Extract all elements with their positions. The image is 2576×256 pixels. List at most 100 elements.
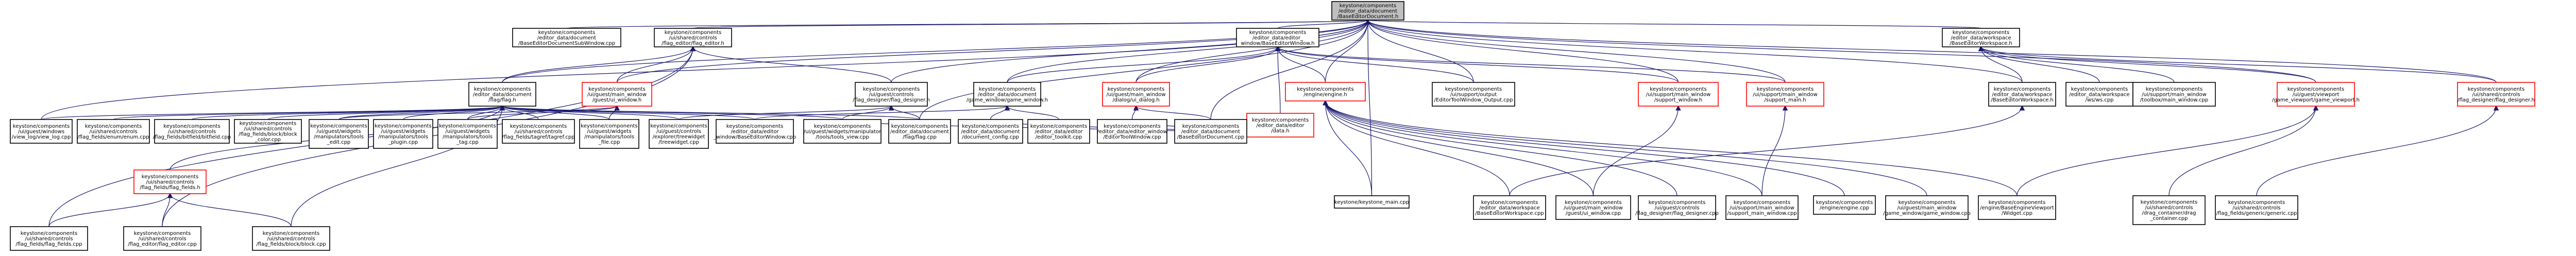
node-label-line: /EditorToolWindow_Output.cpp	[1434, 97, 1513, 103]
node-box	[649, 119, 709, 149]
file-node[interactable]: keystone/components/ui/support/main_wind…	[1725, 195, 1799, 220]
node-label-line: keystone/components	[2287, 87, 2344, 92]
file-node[interactable]: keystone/components/ui/guest/widgets/man…	[579, 119, 639, 149]
include-edge	[1326, 101, 1510, 196]
node-box	[1746, 82, 1824, 107]
node-label-line: /ui/guest/widgets	[316, 129, 361, 134]
node-label-line: keystone/components	[1445, 87, 1502, 92]
node-box	[10, 119, 73, 144]
file-node[interactable]: keystone/components/editor_data/editor_w…	[713, 119, 796, 144]
node-label-line: keystone/components	[1989, 200, 2045, 206]
file-node[interactable]: keystone/components/ui/shared/controls/f…	[77, 119, 150, 144]
node-box	[468, 82, 536, 107]
node-label-line: /ui/guest/widgets	[587, 129, 631, 134]
file-node[interactable]: keystone/components/ui/guest/main_window…	[1883, 195, 1971, 220]
node-label-line: keystone/components	[726, 124, 783, 129]
file-node[interactable]: keystone/components/editor_data/document…	[888, 119, 951, 144]
file-node[interactable]: keystone/components/ui/shared/controls/f…	[153, 119, 231, 144]
file-node[interactable]: keystone/components/ui/guest/widgets/man…	[437, 119, 498, 149]
node-box	[1432, 82, 1515, 107]
node-box	[1236, 28, 1319, 47]
node-box	[1285, 82, 1366, 101]
node-label-line: /editor_toolkit.cpp	[1036, 134, 1082, 140]
node-label-line: /flag_designer/flag_designer.cpp	[1635, 211, 1719, 216]
file-node[interactable]: keystone/components/ui/shared/controls/f…	[252, 226, 330, 251]
node-label-line: /flag/flag.h	[488, 97, 516, 103]
file-node[interactable]: keystone/components/engine/engine.h	[1285, 82, 1366, 101]
file-node[interactable]: keystone/components/ui/guest/windows/vie…	[10, 119, 73, 144]
node-label-line: keystone/components	[2071, 87, 2128, 92]
include-edge	[566, 20, 1368, 29]
node-label-line: /editor_data/workspace	[1992, 92, 2052, 97]
file-node[interactable]: keystone/components/ui/support/main_wind…	[1746, 82, 1824, 107]
file-node[interactable]: keystone/components/ui/guest/controls/ex…	[649, 119, 709, 149]
root-file-node: keystone/components/editor_data/document…	[1331, 1, 1404, 21]
file-node[interactable]: keystone/components/ui/guest/controls/fl…	[853, 82, 930, 107]
node-label-line: /BaseEditorDocumentSubWindow.cpp	[518, 41, 615, 46]
file-node[interactable]: keystone/components/ui/guest/widgets/man…	[373, 119, 433, 149]
file-node[interactable]: keystone/components/editor_data/workspac…	[2065, 82, 2133, 107]
file-node[interactable]: keystone/keystone_main.cpp	[1334, 195, 1410, 209]
node-label-line: /ui/shared/controls	[2472, 92, 2520, 97]
file-node[interactable]: keystone/components/ui/shared/controls/f…	[654, 28, 732, 47]
file-node[interactable]: keystone/components/ui/shared/controls/f…	[10, 226, 88, 251]
file-node[interactable]: keystone/components/ui/shared/controls/f…	[133, 169, 207, 194]
file-node[interactable]: keystone/components/editor_data/workspac…	[1988, 82, 2056, 107]
node-box	[234, 119, 302, 144]
file-node[interactable]: keystone/components/ui/support/main_wind…	[1638, 82, 1719, 107]
node-box	[2132, 82, 2216, 107]
file-node[interactable]: keystone/components/editor_data/document…	[512, 28, 621, 47]
file-node[interactable]: keystone/components/ui/shared/controls/f…	[234, 119, 302, 144]
file-node[interactable]: keystone/components/ui/shared/controls/d…	[2132, 195, 2206, 225]
include-edge	[693, 47, 892, 83]
file-node[interactable]: keystone/components/ui/shared/controls/f…	[502, 119, 575, 144]
node-label-line: /editor_data/editor	[731, 129, 779, 134]
file-node[interactable]: keystone/components/editor_data/workspac…	[1473, 195, 1546, 220]
node-label-line: /editor_data/editor_	[1252, 35, 1303, 41]
file-node[interactable]: keystone/components/editor_data/editor/e…	[1027, 119, 1090, 144]
include-edge	[2256, 106, 2496, 196]
node-label-line: keystone/components	[814, 124, 871, 129]
include-edge	[1326, 101, 1372, 196]
node-label-line: _container.cpp	[2150, 216, 2188, 221]
node-label-line: /dialog/ui_dialog.h	[1112, 97, 1159, 103]
file-node[interactable]: keystone/components/ui/guest/controls/fl…	[1635, 195, 1719, 220]
file-node[interactable]: keystone/components/ui/shared/controls/f…	[2215, 195, 2298, 220]
node-box	[2457, 82, 2535, 107]
file-node[interactable]: keystone/components/editor_data/document…	[967, 82, 1048, 107]
file-node[interactable]: keystone/components/ui/guest/main_window…	[1102, 82, 1170, 107]
node-label-line: /ui/guest/main_window	[1564, 205, 1623, 211]
file-node[interactable]: keystone/components/editor_data/editor/d…	[1246, 113, 1314, 138]
node-label-line: /engine/engine.cpp	[1820, 206, 1869, 211]
include-edge	[1326, 101, 1845, 196]
file-node[interactable]: keystone/components/ui/support/main_wind…	[2132, 82, 2216, 107]
file-node[interactable]: keystone/components/editor_data/editor_w…	[1236, 28, 1319, 47]
node-label-line: keystone/components	[474, 87, 531, 92]
file-node[interactable]: keystone/components/editor_data/document…	[1174, 119, 1247, 144]
file-node[interactable]: keystone/components/editor_data/editor_w…	[1097, 119, 1167, 144]
include-edge	[2016, 106, 2316, 196]
file-node[interactable]: keystone/components/ui/guest/main_window…	[582, 82, 652, 107]
file-node[interactable]: keystone/components/engine/BaseEngineVie…	[1978, 195, 2056, 220]
node-label-line: keystone/components	[439, 124, 496, 129]
node-label-line: keystone/components	[21, 231, 77, 236]
node-label-line: /flag_fields/block/block.cpp	[256, 242, 326, 247]
file-node[interactable]: keystone/components/engine/engine.cpp	[1813, 195, 1876, 215]
node-label-line: /game_window/game_window.h	[967, 97, 1048, 103]
file-node[interactable]: keystone/components/ui/shared/controls/f…	[123, 226, 201, 251]
file-node[interactable]: keystone/components/ui/guest/viewport/ga…	[2272, 82, 2360, 107]
file-node[interactable]: keystone/components/ui/guest/main_window…	[1555, 195, 1631, 220]
file-node[interactable]: keystone/components/ui/shared/controls/f…	[2457, 82, 2535, 107]
file-node[interactable]: keystone/components/ui/support/output/Ed…	[1432, 82, 1515, 107]
file-node[interactable]: keystone/components/editor_data/workspac…	[1942, 28, 2020, 47]
node-label-line: /ui/guest/main_window	[1897, 205, 1956, 211]
include-edge	[502, 47, 693, 83]
file-node[interactable]: keystone/components/ui/guest/widgets/man…	[803, 119, 882, 144]
file-node[interactable]: keystone/components/editor_data/document…	[468, 82, 536, 107]
file-node[interactable]: keystone/components/ui/guest/widgets/man…	[309, 119, 369, 149]
node-label-line: keystone/components	[979, 87, 1036, 92]
include-edge	[1981, 47, 2316, 83]
node-box	[1555, 195, 1631, 220]
file-node[interactable]: keystone/components/editor_data/document…	[958, 119, 1023, 144]
include-edge	[1278, 47, 1474, 83]
